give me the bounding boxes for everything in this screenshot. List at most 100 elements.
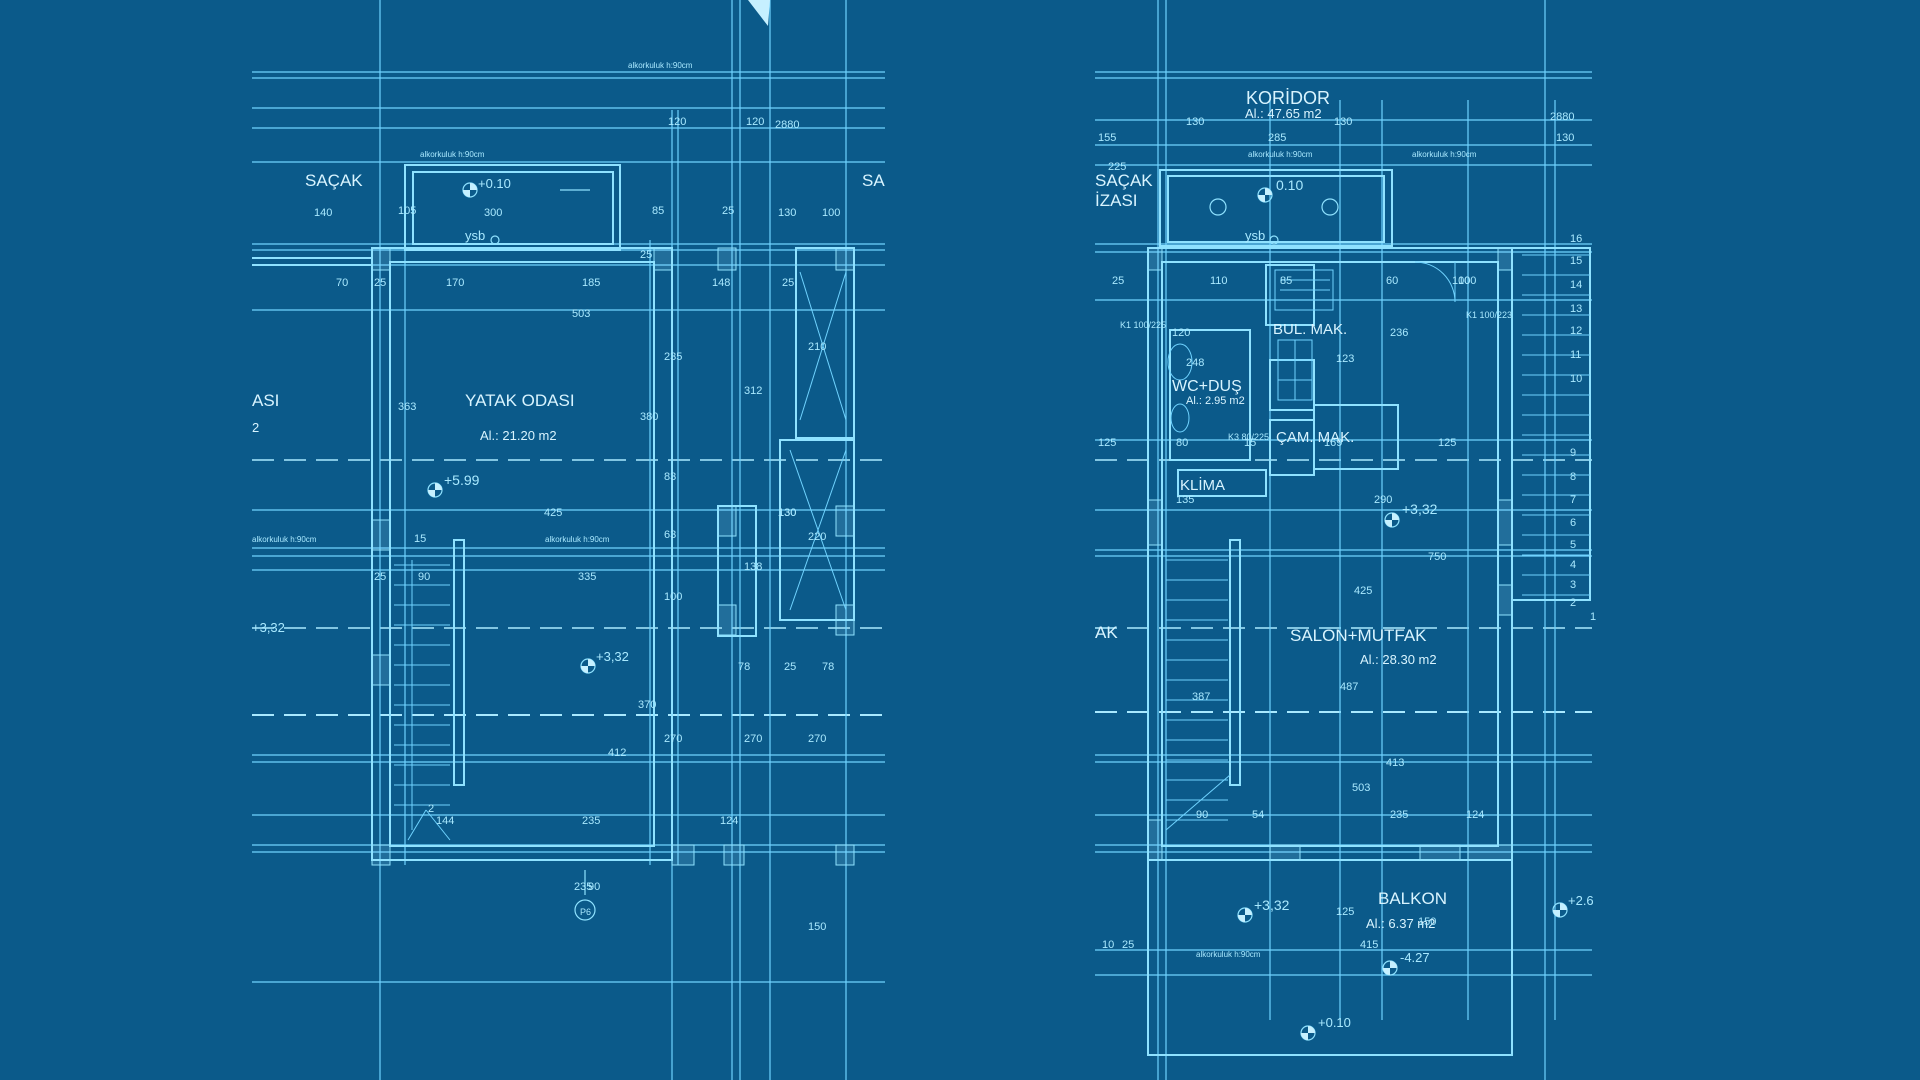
dimension-label: 15 <box>414 533 426 545</box>
dimension-label: 425 <box>544 507 562 519</box>
dimension-label: 300 <box>484 207 502 219</box>
dimension-label: 363 <box>398 401 416 413</box>
dimension-label: 25 <box>782 277 794 289</box>
dimension-label: 125 <box>1438 437 1456 449</box>
stair-step-number: 2 <box>1570 597 1576 609</box>
dimension-label: 124 <box>720 815 738 827</box>
dimension-label: 248 <box>1186 357 1204 369</box>
stair-step-number: 1 <box>1590 611 1596 623</box>
dimension-label: 25 <box>722 205 734 217</box>
dimension-label: 124 <box>1466 809 1484 821</box>
dimension-label: 70 <box>336 277 348 289</box>
stair-step-number: 6 <box>1570 517 1576 529</box>
dimension-label: 290 <box>1374 494 1392 506</box>
dimension-label: 135 <box>1176 494 1194 506</box>
dimension-label: 413 <box>1386 757 1404 769</box>
left-floor-plan: YATAK ODASI Al.: 21.20 m2 SAÇAK SA ASI 2… <box>252 0 885 1080</box>
room-name-salon-mutfak: SALON+MUTFAK <box>1290 626 1427 645</box>
grid-marker-p6: P6 <box>580 907 591 917</box>
dimension-label: 155 <box>1098 132 1116 144</box>
dimension-label: 25 <box>640 249 652 261</box>
level-marker: +2.6 <box>1568 893 1594 908</box>
level-marker: 0.10 <box>1276 177 1303 193</box>
stair-step-number: 12 <box>1570 325 1582 337</box>
stair-step-number: 13 <box>1570 303 1582 315</box>
dimension-label: 120 <box>668 116 686 128</box>
room-name-partial-right: AK <box>1095 623 1118 642</box>
room-name-cam-mak: ÇAM. MAK. <box>1276 429 1354 446</box>
dimension-label: 85 <box>1280 275 1292 287</box>
dimension-label: 503 <box>1352 782 1370 794</box>
dimension-label: 25 <box>784 661 796 673</box>
dimension-label: 169 <box>1324 437 1342 449</box>
dimension-label: 150 <box>1418 916 1436 928</box>
level-marker: +5.99 <box>444 472 480 488</box>
stair-step-number: 14 <box>1570 279 1582 291</box>
dimension-label: 90 <box>1196 809 1208 821</box>
room-name-bul-mak: BUL. MAK. <box>1273 321 1347 338</box>
level-marker: -4.27 <box>1400 950 1430 965</box>
level-marker: +3,32 <box>596 649 629 664</box>
dimension-label: 285 <box>1268 132 1286 144</box>
dimension-label: 235 <box>582 815 600 827</box>
stair-step-number: 16 <box>1570 233 1582 245</box>
dimension-label: 2880 <box>775 119 799 131</box>
stair-step-number: 5 <box>1570 539 1576 551</box>
dimension-label: 130 <box>778 207 796 219</box>
dimension-label: 123 <box>1336 353 1354 365</box>
level-marker: +0.10 <box>478 176 511 191</box>
railing-note: alkorkuluk h:90cm <box>1196 950 1261 959</box>
dimension-label: 210 <box>808 341 826 353</box>
dimension-label: 130 <box>778 507 796 519</box>
railing-note: alkorkuluk h:90cm <box>1248 150 1313 159</box>
railing-note: alkorkuluk h:90cm <box>1412 150 1477 159</box>
dimension-label: 130 <box>778 507 796 519</box>
dimension-label: 120 <box>746 116 764 128</box>
ysb-label: ysb <box>1245 228 1265 243</box>
stair-step-number: 15 <box>1570 255 1582 267</box>
dimension-label: 25 <box>1112 275 1124 287</box>
railing-note: alkorkuluk h:90cm <box>420 150 485 159</box>
ysb-label: ysb <box>465 228 485 243</box>
room-area-partial-left: 2 <box>252 420 259 435</box>
room-area-balkon: Al.: 6.37 m2 <box>1366 916 1435 931</box>
stair-step-number: 11 <box>1570 349 1581 361</box>
level-marker: +0.10 <box>1318 1015 1351 1030</box>
room-name-sacak-right: SAÇAK <box>1095 171 1153 190</box>
dimension-label: 335 <box>578 571 596 583</box>
room-name-koridor: KORİDOR <box>1246 88 1330 108</box>
room-name-balkon: BALKON <box>1378 889 1447 908</box>
dimension-label: 170 <box>446 277 464 289</box>
room-sub-sacak-right: İZASI <box>1095 191 1138 210</box>
dimension-label: 415 <box>1360 939 1378 951</box>
room-area-wc-dus: Al.: 2.95 m2 <box>1186 395 1245 407</box>
dimension-label: 370 <box>638 699 656 711</box>
dimension-label: 105 <box>398 205 416 217</box>
door-spec: K1 100/223 <box>1466 310 1512 320</box>
dimension-label: 90 <box>588 881 600 893</box>
dimension-label: 85 <box>652 205 664 217</box>
dimension-label: 90 <box>418 571 430 583</box>
dimension-label: 83 <box>664 471 676 483</box>
dimension-label: 100 <box>1458 275 1476 287</box>
dimension-label: 2880 <box>1550 111 1574 123</box>
dimension-label: 80 <box>1176 437 1188 449</box>
dimension-label: 425 <box>1354 585 1372 597</box>
stair-step-number: 8 <box>1570 471 1576 483</box>
dimension-label: 25 <box>374 277 386 289</box>
room-name-wc-dus: WC+DUŞ <box>1172 378 1242 395</box>
dimension-label: 130 <box>1186 116 1204 128</box>
dimension-label: 78 <box>822 661 834 673</box>
dimension-label: 270 <box>808 733 826 745</box>
room-name-klima: KLİMA <box>1180 476 1225 494</box>
dimension-label: 148 <box>712 277 730 289</box>
dimension-label: 54 <box>1252 809 1264 821</box>
dimension-label: 140 <box>314 207 332 219</box>
level-marker: +3,32 <box>252 620 285 635</box>
stair-step-number: 7 <box>1570 494 1576 506</box>
railing-note: alkorkuluk h:90cm <box>545 535 610 544</box>
dimension-label: 63 <box>664 529 676 541</box>
room-area-koridor: Al.: 47.65 m2 <box>1245 106 1322 121</box>
room-name-sacak-partial: SA <box>862 171 885 190</box>
